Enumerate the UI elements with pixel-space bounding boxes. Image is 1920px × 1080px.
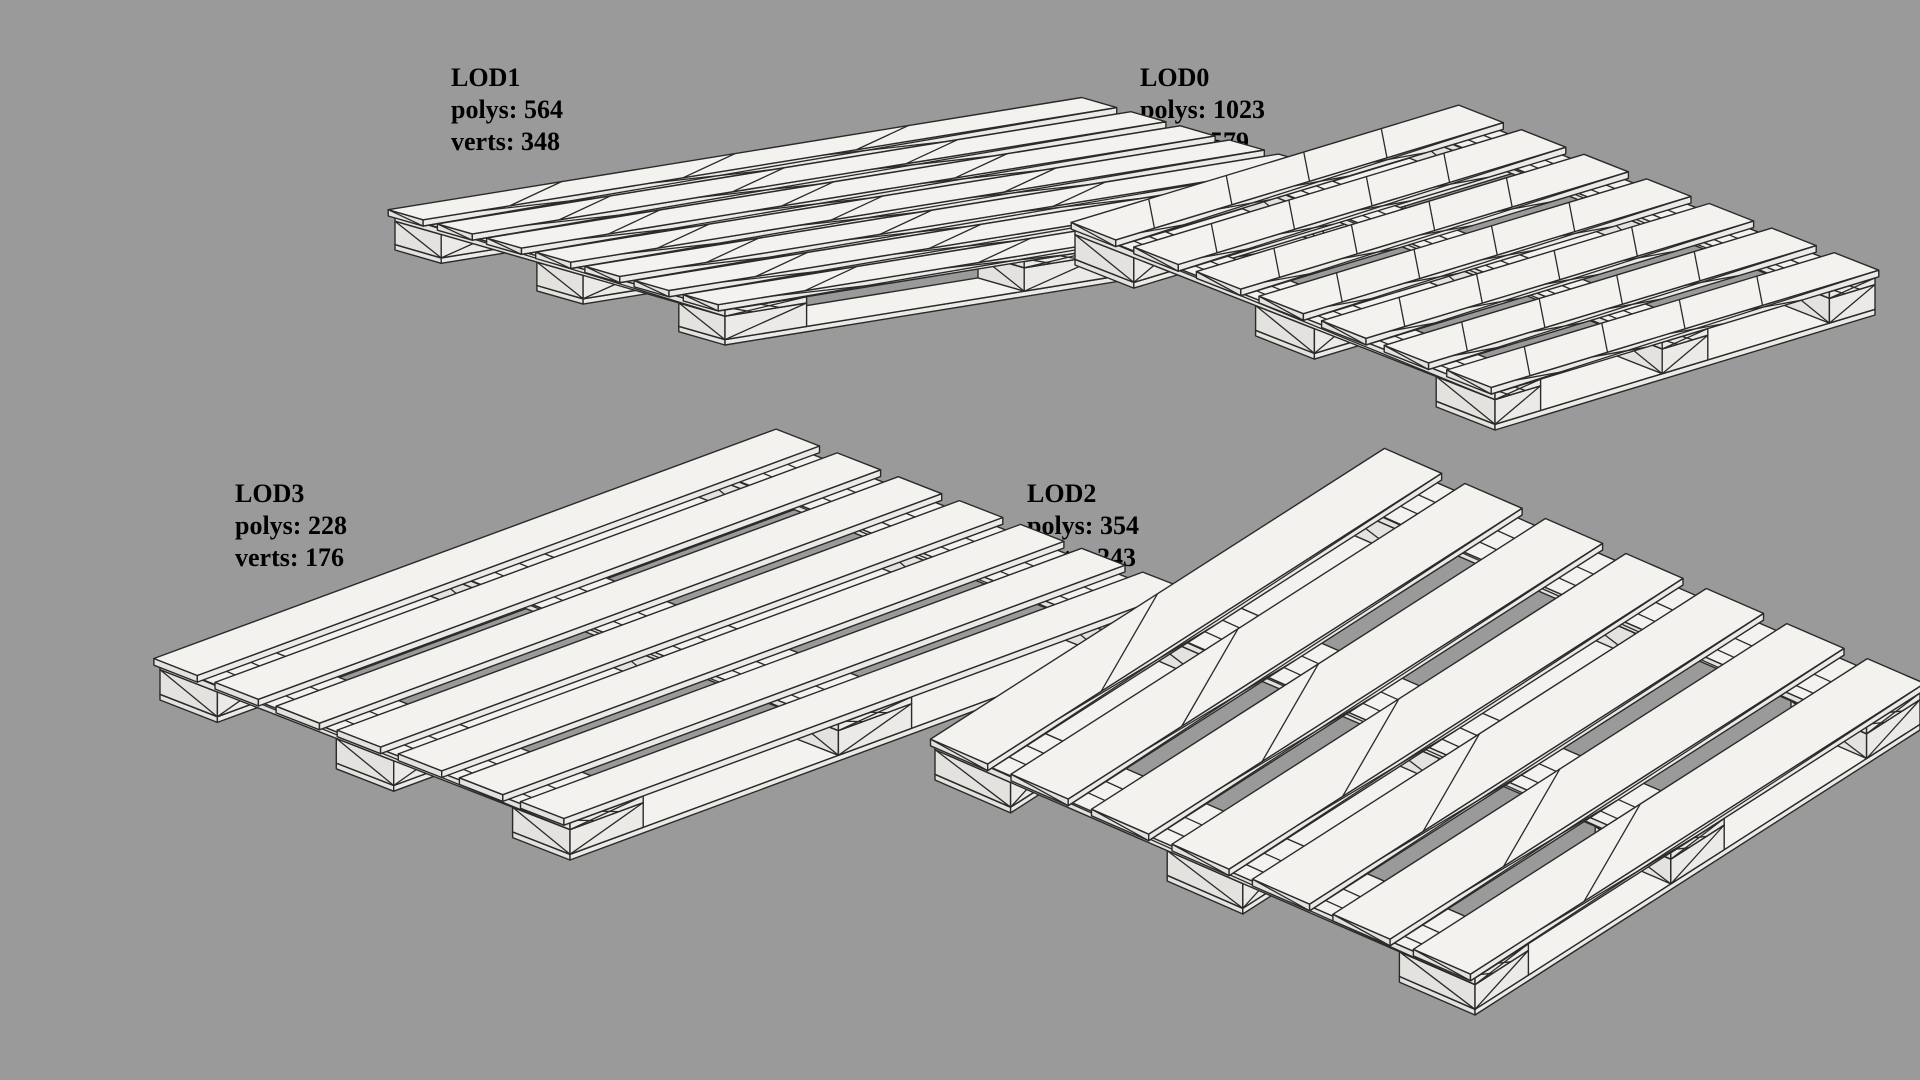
lod3-deck-board	[336, 499, 1004, 755]
lod0-deck-board	[1383, 227, 1817, 371]
lod0-pallet-model	[1070, 104, 1880, 431]
lod0-deck-board	[1195, 153, 1630, 297]
lod2-deck-board	[1251, 587, 1765, 912]
lod0-name: LOD0	[1140, 63, 1210, 92]
lod3-deck-board	[397, 523, 1065, 779]
lod1-verts: verts: 348	[451, 127, 561, 156]
lod1-deck-board	[535, 139, 1266, 270]
lod3-deck-board	[458, 547, 1126, 803]
lod0-deck-board	[1133, 128, 1567, 272]
lod2-deck-board	[1090, 517, 1604, 842]
lod2-deck-board	[1010, 482, 1523, 807]
lod3-label: LOD3 polys: 228 verts: 176	[235, 478, 347, 574]
lod3-verts: verts: 176	[235, 543, 345, 572]
lod0-deck-board	[1320, 202, 1755, 346]
lod2-deck-board	[1171, 552, 1684, 877]
lod0-deck-board	[1258, 178, 1692, 321]
lod3-polys: polys: 228	[235, 511, 347, 540]
lod3-name: LOD3	[235, 479, 305, 508]
lod3-deck-board	[275, 476, 943, 731]
lod2-deck-board	[1412, 657, 1920, 982]
lod1-polys: polys: 564	[451, 95, 563, 124]
lod0-deck-board	[1070, 104, 1505, 248]
lod1-name: LOD1	[451, 63, 521, 92]
lod0-deck-board	[1445, 251, 1880, 395]
lod1-deck-board	[485, 125, 1216, 256]
lod2-pallet-model	[929, 447, 1920, 1016]
lod2-name: LOD2	[1027, 479, 1097, 508]
lod2-deck-board	[929, 447, 1443, 772]
lod3-pallet-model	[153, 428, 1187, 861]
lod2-deck-board	[1332, 622, 1845, 947]
lod3-deck-board	[214, 452, 882, 707]
lod1-deck-board	[436, 110, 1167, 241]
lod1-label: LOD1 polys: 564 verts: 348	[451, 62, 563, 158]
lod3-deck-board	[153, 428, 821, 683]
lod0-polys: polys: 1023	[1140, 95, 1265, 124]
